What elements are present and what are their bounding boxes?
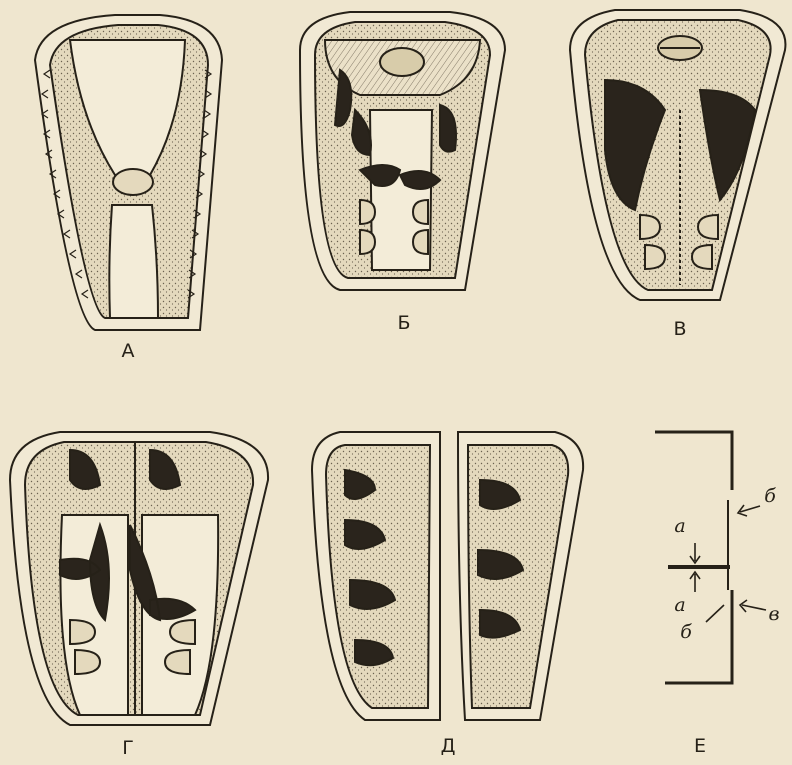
- panel-d-drawing: [312, 432, 583, 720]
- panel-g-drawing: [10, 432, 268, 725]
- panel-a-drawing: [35, 15, 222, 330]
- schema-label-a-bottom: а: [674, 594, 685, 616]
- panel-label-e: Е: [694, 735, 706, 757]
- panel-label-b: Б: [397, 312, 410, 334]
- panel-label-d: Д: [441, 735, 456, 757]
- panel-b-nucleus: [380, 48, 424, 76]
- schema-label-b-top: б: [764, 485, 776, 507]
- panel-v-drawing: [570, 10, 785, 300]
- schema-label-b-left: б: [680, 621, 692, 643]
- panel-label-a: А: [122, 340, 135, 362]
- schema-label-v-right: в: [768, 603, 779, 625]
- schema-label-a-top: а: [674, 515, 685, 537]
- panel-e-schema: [655, 432, 766, 683]
- panel-a-cavity-lower: [109, 205, 158, 318]
- panel-label-g: Г: [122, 737, 134, 759]
- panel-e-top-bracket: [655, 432, 732, 490]
- panel-b-drawing: [300, 12, 505, 290]
- panel-label-v: В: [673, 318, 686, 340]
- panel-a-nucleus: [113, 169, 153, 195]
